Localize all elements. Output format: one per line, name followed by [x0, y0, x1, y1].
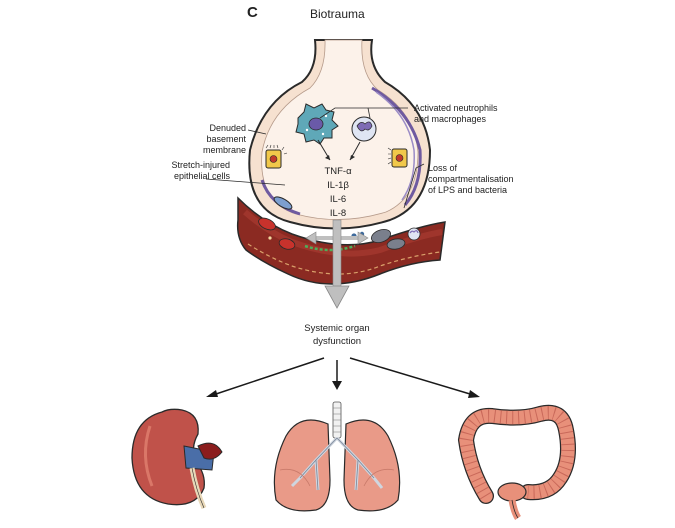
red-blood-cell — [278, 238, 296, 250]
label-denuded-basement-membrane: Denuded basement membrane — [202, 123, 246, 155]
capillary-vessel — [236, 196, 446, 285]
vessel-body — [236, 196, 446, 285]
cytokine-il-8: IL-8 — [329, 208, 347, 219]
systemic-spread-arrows — [305, 219, 369, 309]
red-blood-cell — [258, 217, 276, 231]
panel-letter: C — [247, 4, 258, 21]
cytokine-il-1-beta: IL-1β — [327, 180, 349, 191]
label-loss-of-compartmentalisation: Loss of compartmentalisation of LPS and … — [428, 163, 514, 195]
figure-title: Biotrauma — [310, 7, 365, 21]
lungs-icon — [273, 401, 401, 512]
cytokine-tnf-alpha: TNF-α — [324, 166, 352, 177]
cytokine-il-6: IL-6 — [329, 194, 347, 205]
label-stretch-injured-epithelial-cells: Stretch-injured epithelial cells — [171, 160, 230, 181]
alveolus-airspace — [261, 39, 419, 220]
label-systemic-organ-dysfunction: Systemic organ dysfunction — [304, 323, 370, 347]
kidney-icon — [131, 408, 223, 510]
organ-arrows — [206, 357, 480, 398]
label-activated-neutrophils-macrophages: Activated neutrophils and macrophages — [414, 103, 498, 124]
colon-icon — [457, 404, 576, 520]
epithelium-right — [371, 86, 422, 206]
cytokine-list: TNF-α IL-1β IL-6 IL-8 — [318, 165, 358, 221]
leader-lines — [205, 107, 425, 209]
alveolus — [248, 39, 432, 230]
